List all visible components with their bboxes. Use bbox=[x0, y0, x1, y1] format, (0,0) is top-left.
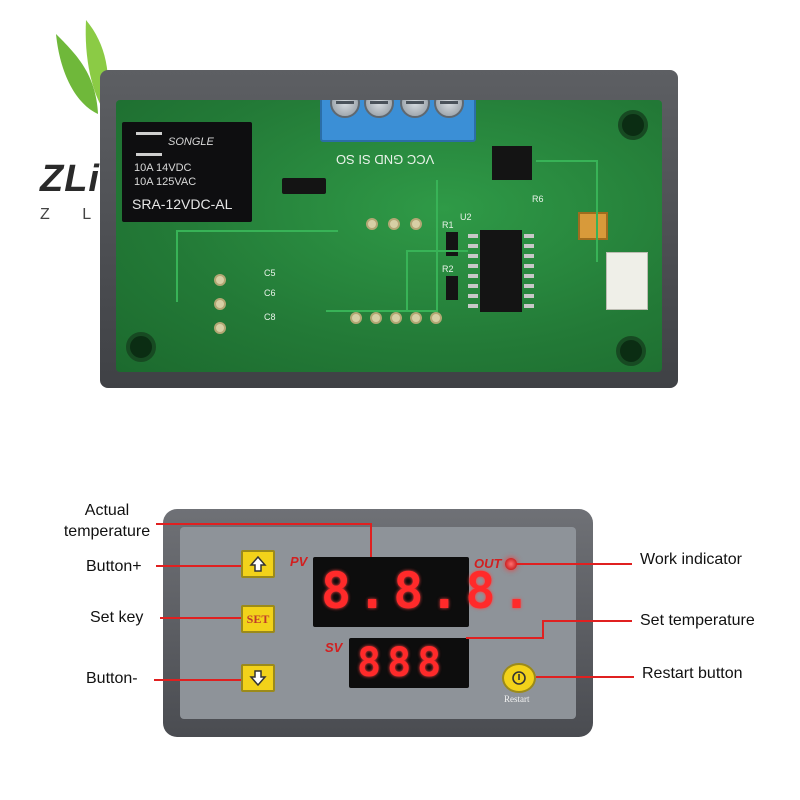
screw-icon bbox=[330, 100, 360, 118]
arrow-down-icon bbox=[249, 670, 267, 687]
relay-rating-1: 10A 14VDC bbox=[134, 162, 192, 174]
callout-line bbox=[542, 620, 544, 638]
label-u2: U2 bbox=[460, 212, 472, 222]
solder-pad bbox=[214, 274, 226, 286]
pcb-trace bbox=[536, 160, 598, 262]
sv-display: 888 bbox=[349, 638, 469, 688]
ic-pins bbox=[468, 234, 478, 308]
pv-label: PV bbox=[290, 554, 308, 569]
capacitor bbox=[578, 212, 608, 240]
label-r1: R1 bbox=[442, 220, 454, 230]
ic-top bbox=[492, 146, 532, 180]
terminal-silkscreen: VCC GND SI SO bbox=[336, 152, 435, 167]
relay-brand: SONGLE bbox=[168, 136, 214, 148]
mounting-hole bbox=[616, 336, 646, 366]
solder-pad bbox=[388, 218, 400, 230]
diode bbox=[282, 178, 326, 194]
songle-logo-icon bbox=[136, 132, 162, 156]
pcb-trace bbox=[176, 230, 338, 302]
resistor-r2 bbox=[446, 276, 458, 300]
screw-icon bbox=[364, 100, 394, 118]
power-icon bbox=[512, 671, 526, 685]
label-r6: R6 bbox=[532, 194, 544, 204]
mounting-hole bbox=[618, 110, 648, 140]
button-plus[interactable] bbox=[241, 550, 275, 578]
restart-label: Restart bbox=[504, 694, 530, 704]
out-label: OUT bbox=[474, 556, 502, 571]
ic-pins bbox=[524, 234, 534, 308]
restart-button[interactable] bbox=[502, 663, 536, 693]
pv-digits: 8.8.8. bbox=[321, 562, 538, 620]
callout-set-key: Set key bbox=[90, 609, 144, 626]
callout-line bbox=[516, 563, 632, 565]
sv-label: SV bbox=[325, 640, 343, 655]
arrow-up-icon bbox=[249, 555, 267, 572]
solder-pad bbox=[390, 312, 402, 324]
callout-button-plus: Button+ bbox=[86, 558, 142, 575]
solder-pad bbox=[214, 322, 226, 334]
callout-actual-temperature: Actual temperature bbox=[63, 502, 151, 540]
callout-restart-button: Restart button bbox=[642, 665, 743, 682]
relay-model: SRA-12VDC-AL bbox=[132, 196, 233, 212]
callout-button-minus: Button- bbox=[86, 670, 138, 687]
pcb-trace bbox=[406, 250, 468, 312]
callout-line bbox=[156, 523, 372, 525]
sensor-connector bbox=[606, 252, 648, 310]
label-c8: C8 bbox=[264, 312, 276, 322]
callout-line bbox=[370, 523, 372, 557]
solder-pad bbox=[350, 312, 362, 324]
solder-pad bbox=[366, 218, 378, 230]
solder-pad bbox=[370, 312, 382, 324]
callout-line bbox=[544, 620, 632, 622]
label-r2: R2 bbox=[442, 264, 454, 274]
set-key[interactable]: SET bbox=[241, 605, 275, 633]
relay: SONGLE 10A 14VDC 10A 125VAC SRA-12VDC-AL bbox=[122, 122, 252, 222]
callout-line bbox=[466, 637, 544, 639]
solder-pad bbox=[214, 298, 226, 310]
callout-line bbox=[154, 679, 241, 681]
callout-line bbox=[160, 617, 241, 619]
pcb-trace bbox=[326, 180, 438, 312]
terminal-block bbox=[320, 100, 476, 142]
callout-line bbox=[536, 676, 634, 678]
ic-main bbox=[480, 230, 522, 312]
screw-icon bbox=[434, 100, 464, 118]
sv-digits: 888 bbox=[357, 640, 448, 686]
screw-icon bbox=[400, 100, 430, 118]
solder-pad bbox=[410, 218, 422, 230]
label-c6: C6 bbox=[264, 288, 276, 298]
pv-display: 8.8.8. bbox=[313, 557, 532, 627]
work-indicator-led bbox=[505, 558, 517, 570]
callout-set-temperature: Set temperature bbox=[640, 612, 755, 629]
relay-rating-2: 10A 125VAC bbox=[134, 176, 197, 188]
solder-pad bbox=[430, 312, 442, 324]
pcb-board: SONGLE 10A 14VDC 10A 125VAC SRA-12VDC-AL… bbox=[116, 100, 662, 372]
mounting-hole bbox=[126, 332, 156, 362]
callout-line bbox=[156, 565, 241, 567]
callout-work-indicator: Work indicator bbox=[640, 551, 742, 568]
label-c5: C5 bbox=[264, 268, 276, 278]
solder-pad bbox=[410, 312, 422, 324]
button-minus[interactable] bbox=[241, 664, 275, 692]
